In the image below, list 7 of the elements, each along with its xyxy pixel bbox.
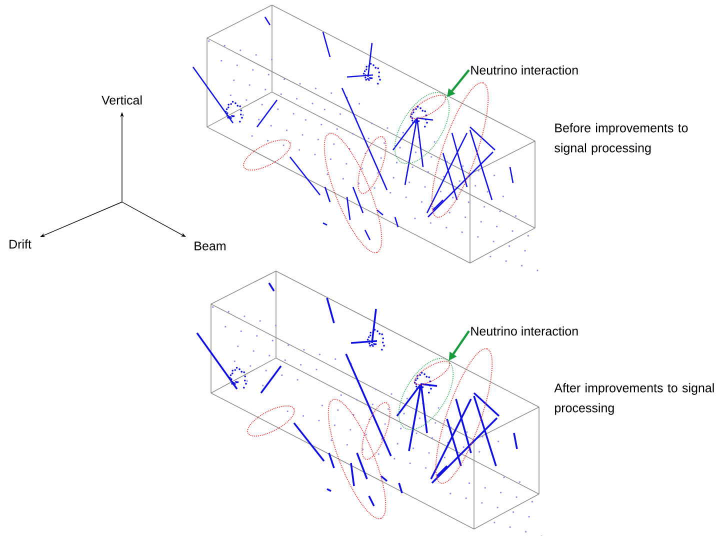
axis-label: Drift [10,239,32,249]
axis-label: Vertical [102,95,142,105]
axis-label: Beam [194,242,226,250]
caption-text: After improvements to signal processing [554,383,714,415]
callout-text: Neutrino interaction [471,65,578,75]
callout-text: Neutrino interaction [471,326,578,336]
caption-text: Before improvements to signal processing [554,123,688,155]
